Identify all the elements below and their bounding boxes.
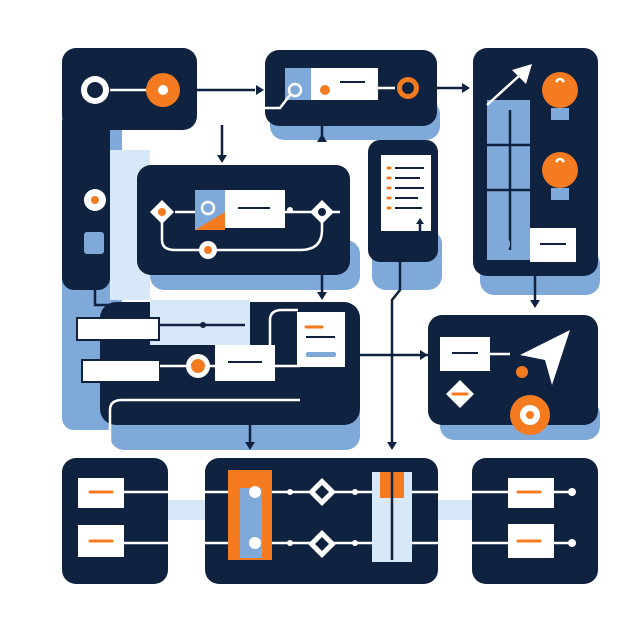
text-card-icon <box>84 232 104 254</box>
output-row <box>62 458 598 584</box>
paper-plane-icon <box>520 330 570 385</box>
process-block <box>137 165 350 275</box>
idea-block <box>473 48 598 276</box>
document-block <box>368 140 438 262</box>
merge-block <box>76 300 360 445</box>
input-block <box>226 50 437 140</box>
circle-node-icon <box>287 82 303 98</box>
start-block <box>62 48 197 290</box>
lightbulb-icon <box>542 72 578 120</box>
lightbulb-icon <box>542 152 578 200</box>
text-card-icon <box>311 68 378 100</box>
arrow-icon <box>486 74 521 106</box>
document-icon <box>381 155 431 231</box>
document-icon <box>297 312 345 367</box>
send-block <box>428 315 598 435</box>
gear-icon <box>510 395 550 435</box>
